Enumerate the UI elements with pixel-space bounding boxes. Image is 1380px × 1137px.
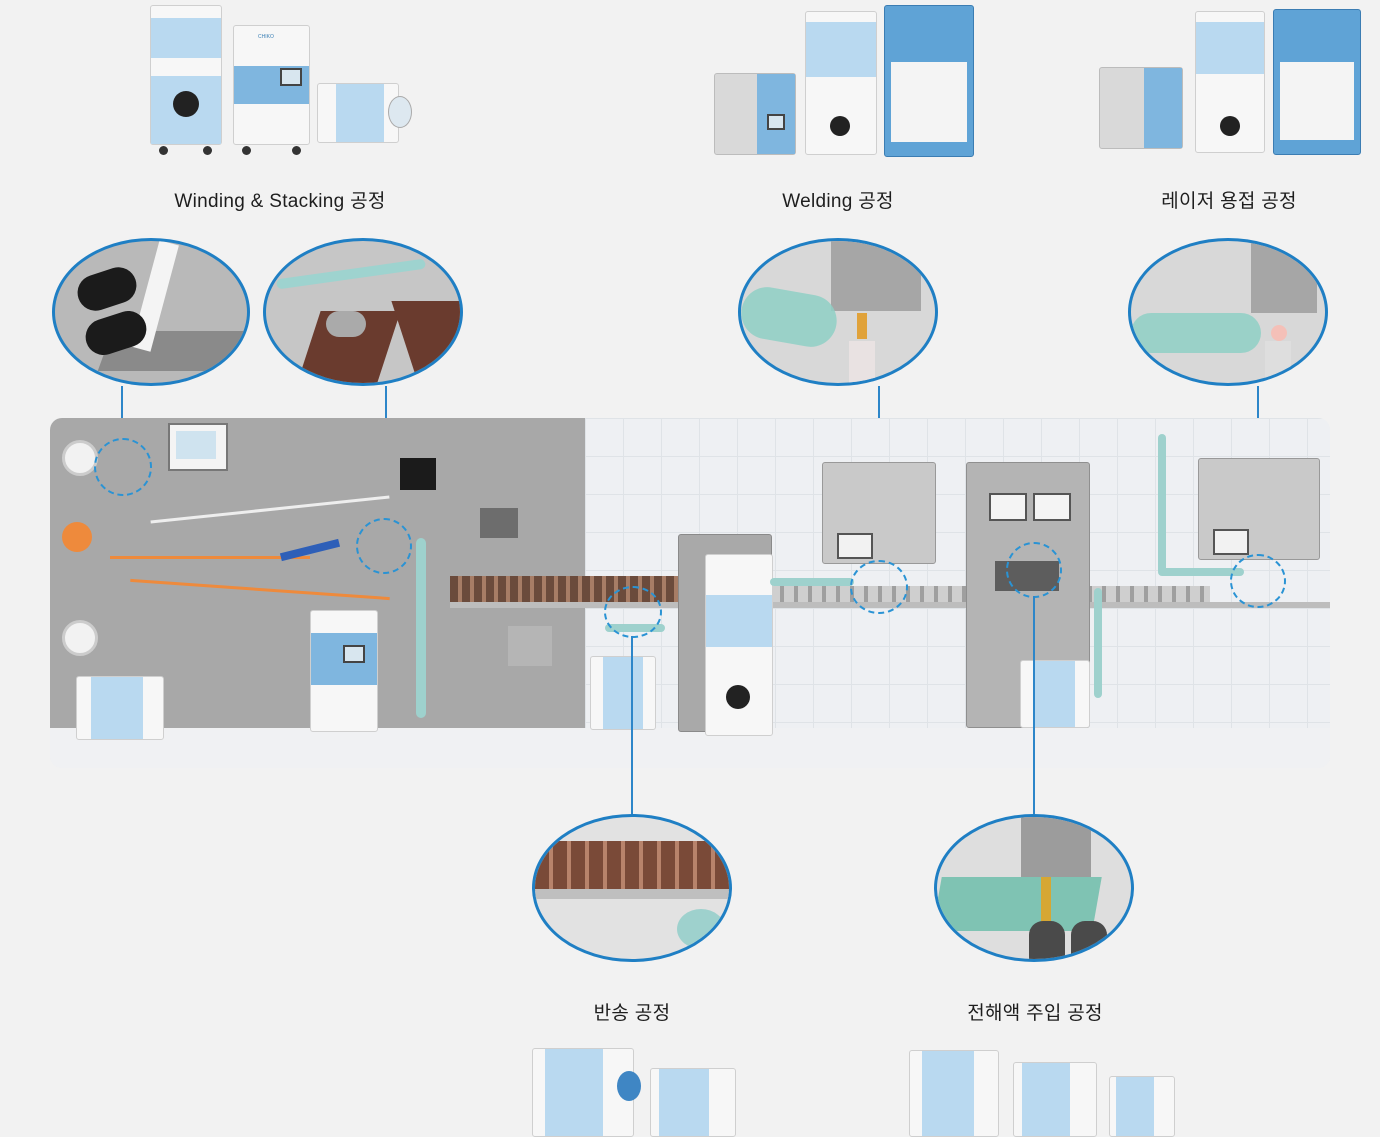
bubble-transfer-conveyor: [532, 814, 732, 962]
laser-cabinet: [1198, 458, 1320, 560]
duct-electrolyte: [1094, 588, 1102, 698]
collector-winding-floor: [310, 610, 378, 732]
roll-orange: [62, 522, 92, 552]
label-transfer: 반송 공정: [593, 1003, 671, 1024]
transfer-collectors: [528, 1046, 748, 1137]
laser-collectors: [1095, 5, 1370, 160]
plant-overview: [50, 418, 1330, 768]
connector-electrolyte: [1033, 596, 1035, 814]
collector-transfer-b: [650, 1068, 736, 1137]
collector-tall-laser: [1195, 11, 1265, 153]
label-electrolyte: 전해액 주입 공정: [967, 1003, 1103, 1024]
label-laser: 레이저 용접 공정: [1161, 191, 1297, 212]
highlight-winding-2: [356, 518, 412, 574]
label-welding: Welding 공정: [782, 191, 894, 212]
collector-large-blue: [884, 5, 974, 157]
control-screen: [168, 423, 228, 471]
collector-transfer-tall: [705, 554, 773, 736]
bubble-winding-film: [263, 238, 463, 386]
collector-transfer-small: [590, 656, 656, 730]
winding-collectors: CHIKO: [145, 5, 415, 155]
collector-electrolyte: [1020, 660, 1090, 728]
electrolyte-collectors: [905, 1048, 1185, 1137]
duct-winding: [416, 538, 426, 718]
led-panel: [400, 458, 436, 490]
connector-transfer: [631, 636, 633, 814]
highlight-transfer: [604, 586, 662, 638]
collector-gray-laser: [1099, 67, 1183, 149]
welding-cabinet: [822, 462, 936, 564]
highlight-winding-1: [94, 438, 152, 496]
highlight-laser: [1230, 554, 1286, 608]
roll-bottom: [62, 620, 98, 656]
collector-tall: [150, 5, 222, 155]
collector-electrolyte-c: [1109, 1076, 1175, 1137]
bubble-laser-tip: [1128, 238, 1328, 386]
welding-collectors: [712, 5, 987, 165]
bubble-winding-rollers: [52, 238, 250, 386]
collector-electrolyte-a: [909, 1050, 999, 1137]
collector-small: [317, 83, 412, 143]
collector-medium: CHIKO: [233, 25, 310, 155]
bubble-electrolyte-nozzle: [934, 814, 1134, 962]
collector-left-small: [76, 676, 164, 740]
collector-logo: CHIKO: [258, 34, 274, 40]
collector-electrolyte-b: [1013, 1062, 1097, 1137]
duct-laser: [1158, 434, 1166, 574]
collector-large-laser: [1273, 9, 1361, 155]
bubble-welding-tip: [738, 238, 938, 386]
highlight-welding: [850, 560, 908, 614]
connector-winding-1: [121, 386, 123, 438]
collector-transfer-a: [532, 1048, 641, 1137]
highlight-electrolyte: [1006, 542, 1062, 598]
roll-top: [62, 440, 98, 476]
label-winding: Winding & Stacking 공정: [174, 191, 386, 212]
collector-tall-white: [805, 11, 877, 155]
collector-gray: [714, 73, 796, 155]
